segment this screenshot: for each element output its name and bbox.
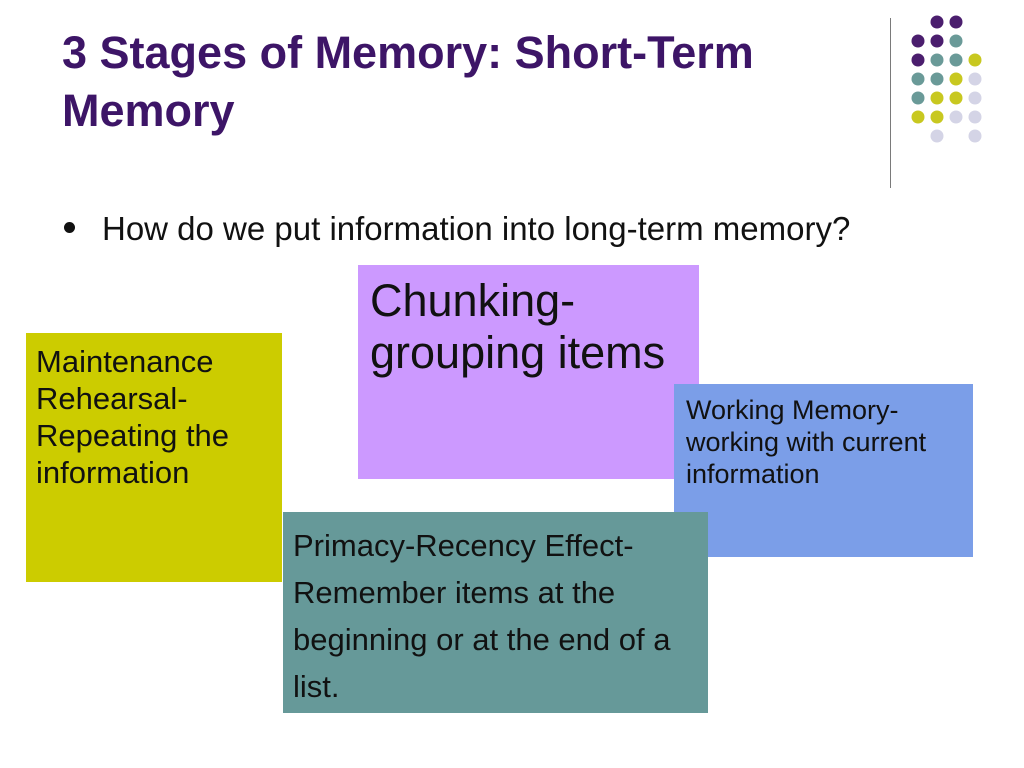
- dot-purple: [911, 53, 925, 67]
- dot-teal: [930, 72, 944, 86]
- dot-teal: [930, 53, 944, 67]
- dot-lavender: [968, 91, 982, 105]
- chunking-box: Chunking- grouping items: [358, 265, 699, 479]
- bullet-dot-icon: [64, 222, 75, 233]
- dot-purple: [949, 15, 963, 29]
- dot-lavender: [968, 72, 982, 86]
- dot-teal: [911, 72, 925, 86]
- dot-yellow: [968, 53, 982, 67]
- bullet-text: How do we put information into long-term…: [102, 210, 851, 247]
- dot-lavender: [949, 110, 963, 124]
- dot-teal: [911, 91, 925, 105]
- dot-lavender: [930, 129, 944, 143]
- title-divider: [890, 18, 891, 188]
- dot-purple: [930, 15, 944, 29]
- dot-purple: [911, 34, 925, 48]
- dot-yellow: [949, 72, 963, 86]
- dot-yellow: [911, 110, 925, 124]
- dot-teal: [949, 53, 963, 67]
- dot-yellow: [949, 91, 963, 105]
- dot-lavender: [968, 129, 982, 143]
- dot-yellow: [930, 91, 944, 105]
- dot-yellow: [930, 110, 944, 124]
- dot-lavender: [968, 110, 982, 124]
- maintenance-rehearsal-box: Maintenance Rehearsal- Repeating the inf…: [26, 333, 282, 582]
- working-memory-box: Working Memory- working with current inf…: [674, 384, 973, 557]
- slide-title: 3 Stages of Memory: Short-Term Memory: [62, 27, 754, 136]
- dot-teal: [949, 34, 963, 48]
- dot-purple: [930, 34, 944, 48]
- primacy-recency-box: Primacy-Recency Effect-Remember items at…: [283, 512, 708, 713]
- decorative-dot-grid: [911, 15, 982, 143]
